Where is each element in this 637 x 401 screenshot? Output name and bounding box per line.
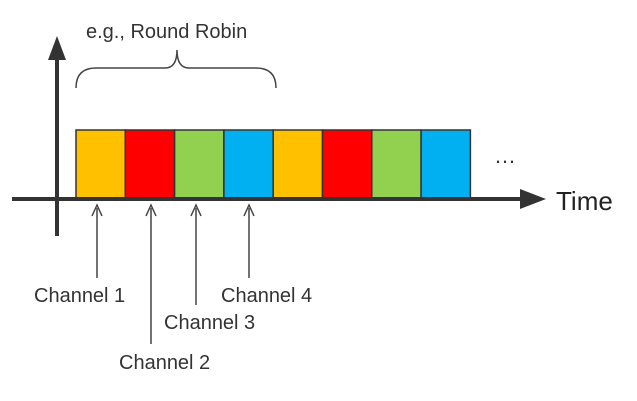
time-slot-channel-2 xyxy=(321,129,373,200)
cycle-brace xyxy=(75,49,277,89)
time-slot-channel-1 xyxy=(75,129,127,200)
time-axis-arrowhead xyxy=(520,189,546,209)
channel-1-pointer xyxy=(91,203,103,278)
channel-1-label: Channel 1 xyxy=(34,285,126,307)
time-slot-channel-1 xyxy=(272,129,324,200)
time-axis-label: Time xyxy=(556,186,613,216)
channel-2-label: Channel 2 xyxy=(119,352,211,374)
time-slot-channel-4 xyxy=(223,129,274,200)
channel-2-pointer xyxy=(145,203,157,344)
channel-4-label: Channel 4 xyxy=(221,285,313,307)
time-slot-channel-4 xyxy=(420,129,472,200)
time-slots xyxy=(75,129,472,200)
time-slot-channel-2 xyxy=(124,129,176,200)
channel-3-label: Channel 3 xyxy=(164,312,256,334)
channel-4-pointer xyxy=(243,203,255,278)
vertical-axis-arrowhead xyxy=(48,36,66,60)
time-slot-channel-3 xyxy=(173,129,225,200)
scheme-label: e.g., Round Robin xyxy=(86,21,248,43)
channel-3-pointer xyxy=(190,203,202,305)
continuation-ellipsis: … xyxy=(494,143,516,168)
time-slot-channel-3 xyxy=(371,129,422,200)
